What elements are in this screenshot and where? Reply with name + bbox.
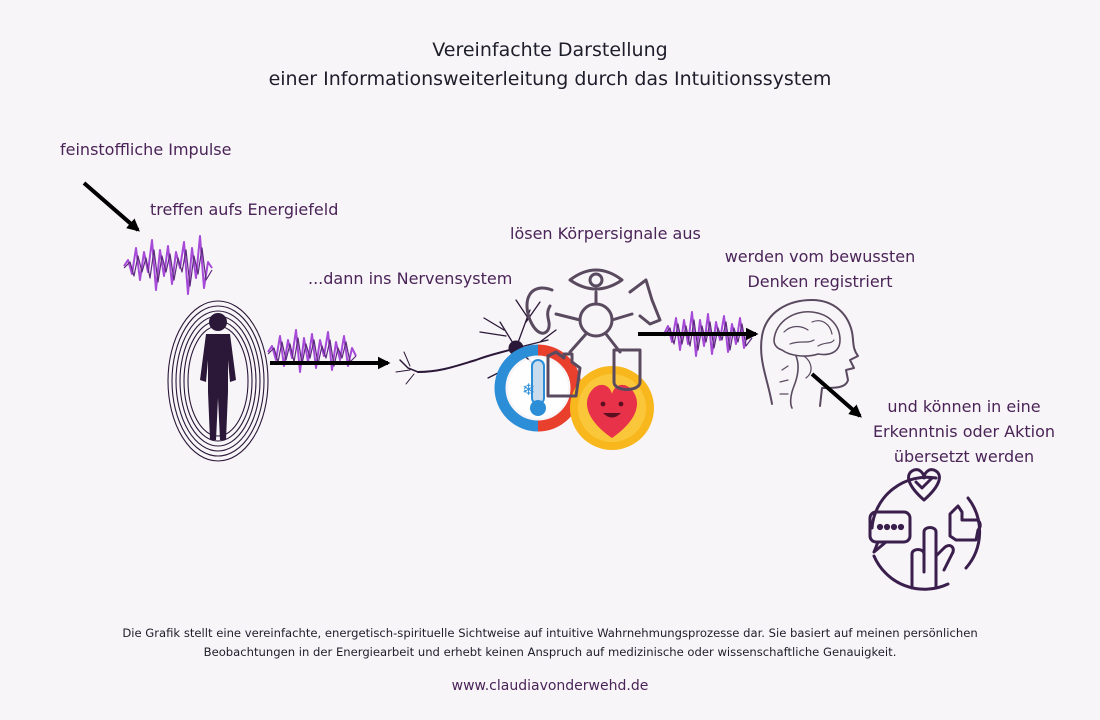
senses-icon [525,268,662,398]
label-translate-line3: übersetzt werden [893,447,1035,466]
label-conscious-thinking: werden vom bewussten Denken registriert [720,244,920,294]
label-impulses: feinstoffliche Impulse [60,140,232,159]
label-conscious-line2: Denken registriert [747,272,893,291]
label-nervous-system: ...dann ins Nervensystem [308,269,513,288]
thermometer-icon: ❄ [494,344,582,432]
label-conscious-line1: werden vom bewussten [724,247,916,266]
down-right-arrow-icon [82,181,140,232]
disclaimer-line1: Die Grafik stellt eine vereinfachte, ene… [122,626,978,640]
energy-wave-icon [123,235,213,295]
human-aura-icon [167,300,269,462]
website-link[interactable]: www.claudiavonderwehd.de [451,678,649,694]
heart-face-icon [570,366,654,450]
down-right-arrow-icon [810,372,862,418]
disclaimer-line2: Beobachtungen in der Energiearbeit und e… [203,645,897,659]
page-title-line1: Vereinfachte Darstellung [432,39,668,61]
energy-wave-icon [267,329,357,373]
insight-action-icon [868,468,982,591]
label-translate-line2: Erkenntnis oder Aktion [872,422,1056,441]
brain-head-icon [760,299,859,409]
disclaimer: Die Grafik stellt eine vereinfachte, ene… [60,624,1040,662]
label-translate-line1: und können in eine [887,397,1041,416]
label-energy-field: treffen aufs Energiefeld [150,200,339,219]
svg-text:❄: ❄ [522,380,535,399]
label-body-signals: lösen Körpersignale aus [510,224,701,243]
label-translation: und können in eine Erkenntnis oder Aktio… [856,394,1072,469]
page-title-line2: einer Informationsweiterleitung durch da… [268,68,832,90]
